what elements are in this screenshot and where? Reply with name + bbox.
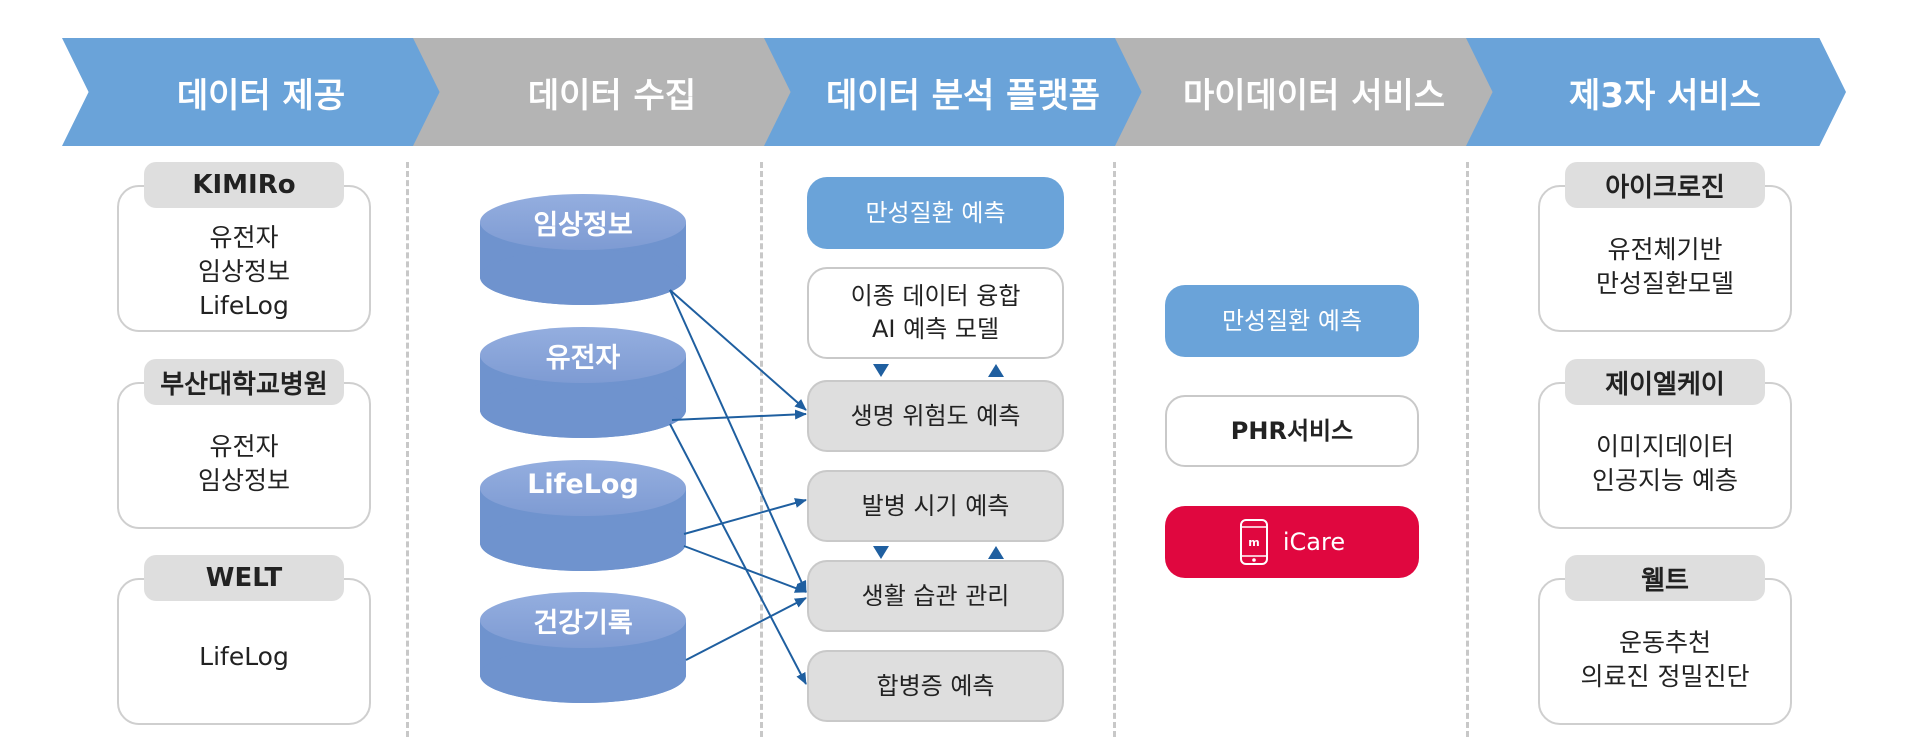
database-cylinder-genome [480,327,686,438]
database-label: 임상정보 [533,210,633,241]
arrow-up-icon [988,364,1004,377]
column-divider [406,162,409,737]
ai-model-box: 이종 데이터 융합 AI 예측 모델 [807,267,1064,359]
provider-item: LifeLog [199,642,289,671]
database-cylinder-clinical [480,194,686,305]
stage-mydata-service: 마이데이터 서비스 [1115,38,1495,146]
stage-analysis-platform: 데이터 분석 플랫폼 [764,38,1144,146]
provider-item: LifeLog [199,291,289,320]
stage-label: 데이터 제공 [176,75,346,116]
phone-icon: m [1239,519,1268,565]
third-party-card-icrogen: 유전체기반 만성질환모델 [1538,185,1792,332]
provider-name: 부산대학교병원 [144,359,344,405]
database-label: 유전자 [545,343,621,374]
svg-text:m: m [1248,536,1259,549]
ai-model-line: AI 예측 모델 [871,315,1000,343]
arrow-lifelog-to-lifestyle [683,545,807,593]
stage-label: 데이터 분석 플랫폼 [826,75,1100,116]
column-divider [1113,162,1116,737]
provider-item: 유전자 [209,223,279,252]
third-party-item: 만성질환모델 [1595,269,1734,298]
task-lifestyle: 생활 습관 관리 [807,560,1064,632]
icare-label: iCare [1282,527,1346,556]
ai-model-line: 이종 데이터 융합 [850,282,1021,310]
provider-items: 유전자 임상정보 LifeLog [119,221,369,323]
phr-service: PHR서비스 [1165,395,1419,467]
arrow-down-icon [873,364,889,377]
third-party-card-welt: 운동추천 의료진 정밀진단 [1538,578,1792,725]
stage-label: 데이터 수집 [527,75,697,116]
third-party-item: 인공지능 예층 [1592,466,1738,495]
provider-name: KIMIRo [144,162,344,208]
third-party-items: 이미지데이터 인공지능 예층 [1540,430,1790,498]
provider-item: 임상정보 [197,466,290,495]
provider-card-pnuh: 유전자 임상정보 [117,382,371,529]
database-cylinder-health-record [480,592,686,703]
task-complication: 합병증 예측 [807,650,1064,722]
arrow-genome-to-complication [669,423,807,685]
mydata-chronic-prediction: 만성질환 예측 [1165,285,1419,357]
third-party-name: 웰트 [1565,555,1765,601]
provider-card-kimiro: 유전자 임상정보 LifeLog [117,185,371,332]
database-cylinder-lifelog [480,460,686,571]
stage-data-collection: 데이터 수집 [413,38,793,146]
third-party-card-jlk: 이미지데이터 인공지능 예층 [1538,382,1792,529]
flow-arrows [669,289,807,685]
third-party-name: 아이크로진 [1565,162,1765,208]
stage-label: 마이데이터 서비스 [1182,75,1446,116]
task-life-risk: 생명 위험도 예측 [807,380,1064,452]
stage-third-party-service: 제3자 서비스 [1466,38,1846,146]
third-party-items: 운동추천 의료진 정밀진단 [1540,626,1790,694]
database-label: LifeLog [527,469,639,500]
third-party-items: 유전체기반 만성질환모델 [1540,233,1790,301]
arrow-clinical-to-risk [669,289,807,411]
third-party-name: 제이엘케이 [1565,359,1765,405]
arrow-health-record-to-lifestyle [685,597,807,661]
provider-name: WELT [144,555,344,601]
arrow-up-icon [988,546,1004,559]
third-party-item: 이미지데이터 [1595,432,1734,461]
arrow-clinical-to-lifestyle [669,289,807,593]
stage-data-provision: 데이터 제공 [62,38,442,146]
arrow-genome-to-risk [671,409,807,421]
third-party-item: 운동추천 [1618,628,1711,657]
third-party-item: 의료진 정밀진단 [1580,662,1750,691]
provider-item: 유전자 [209,432,279,461]
analysis-header-chronic-disease: 만성질환 예측 [807,177,1064,249]
icare-service[interactable]: m iCare [1165,506,1419,578]
stage-label: 제3자 서비스 [1569,75,1761,116]
third-party-item: 유전체기반 [1607,235,1723,264]
provider-items: LifeLog [119,640,369,674]
provider-item: 임상정보 [197,257,290,286]
column-divider [1466,162,1469,737]
database-label: 건강기록 [533,608,633,639]
task-onset-timing: 발병 시기 예측 [807,470,1064,542]
arrow-lifelog-to-onset [683,498,807,535]
column-divider [760,162,763,737]
provider-items: 유전자 임상정보 [119,430,369,498]
arrow-down-icon [873,546,889,559]
